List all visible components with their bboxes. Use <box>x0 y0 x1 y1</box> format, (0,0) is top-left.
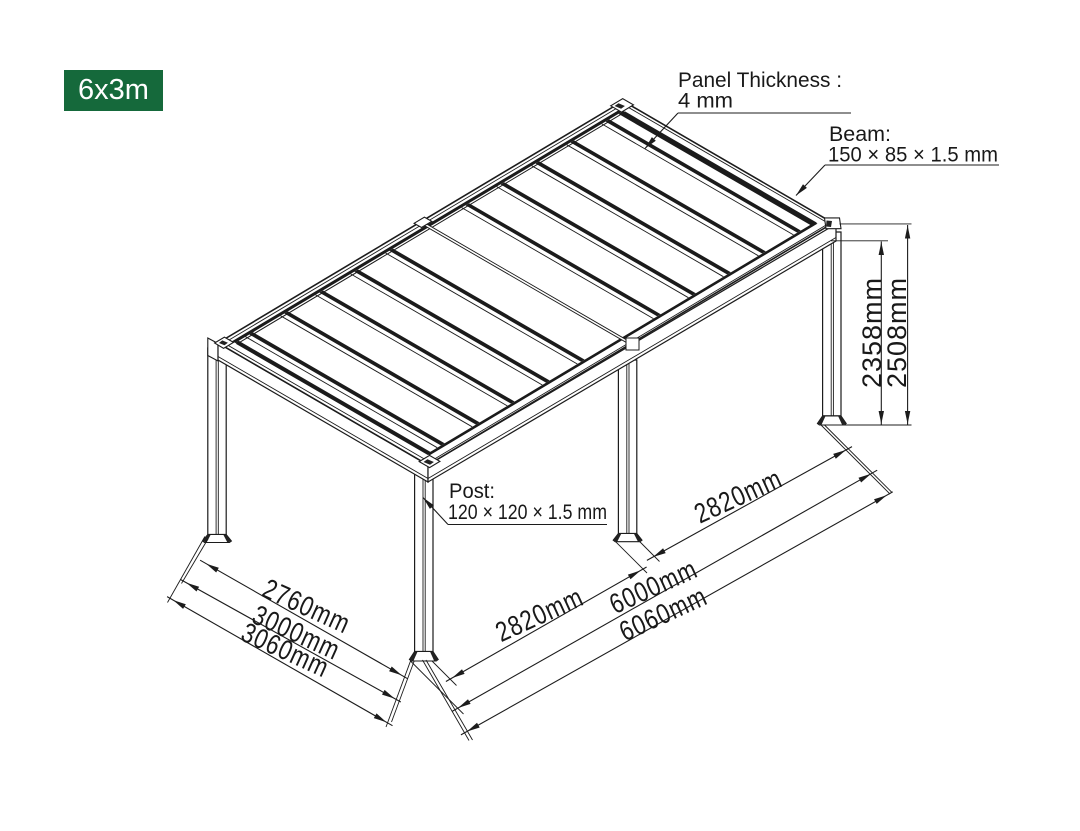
svg-text:Panel Thickness :: Panel Thickness : <box>678 69 842 92</box>
svg-text:2820mm: 2820mm <box>491 582 588 649</box>
svg-text:2508mm: 2508mm <box>882 277 912 388</box>
svg-text:Post:: Post: <box>449 480 495 503</box>
svg-text:2820mm: 2820mm <box>690 463 787 530</box>
svg-text:120 × 120 × 1.5 mm: 120 × 120 × 1.5 mm <box>448 501 607 524</box>
svg-text:Beam:: Beam: <box>829 123 891 146</box>
svg-text:2358mm: 2358mm <box>857 277 887 388</box>
svg-text:4 mm: 4 mm <box>678 90 733 113</box>
svg-text:150 × 85 × 1.5 mm: 150 × 85 × 1.5 mm <box>828 144 998 167</box>
